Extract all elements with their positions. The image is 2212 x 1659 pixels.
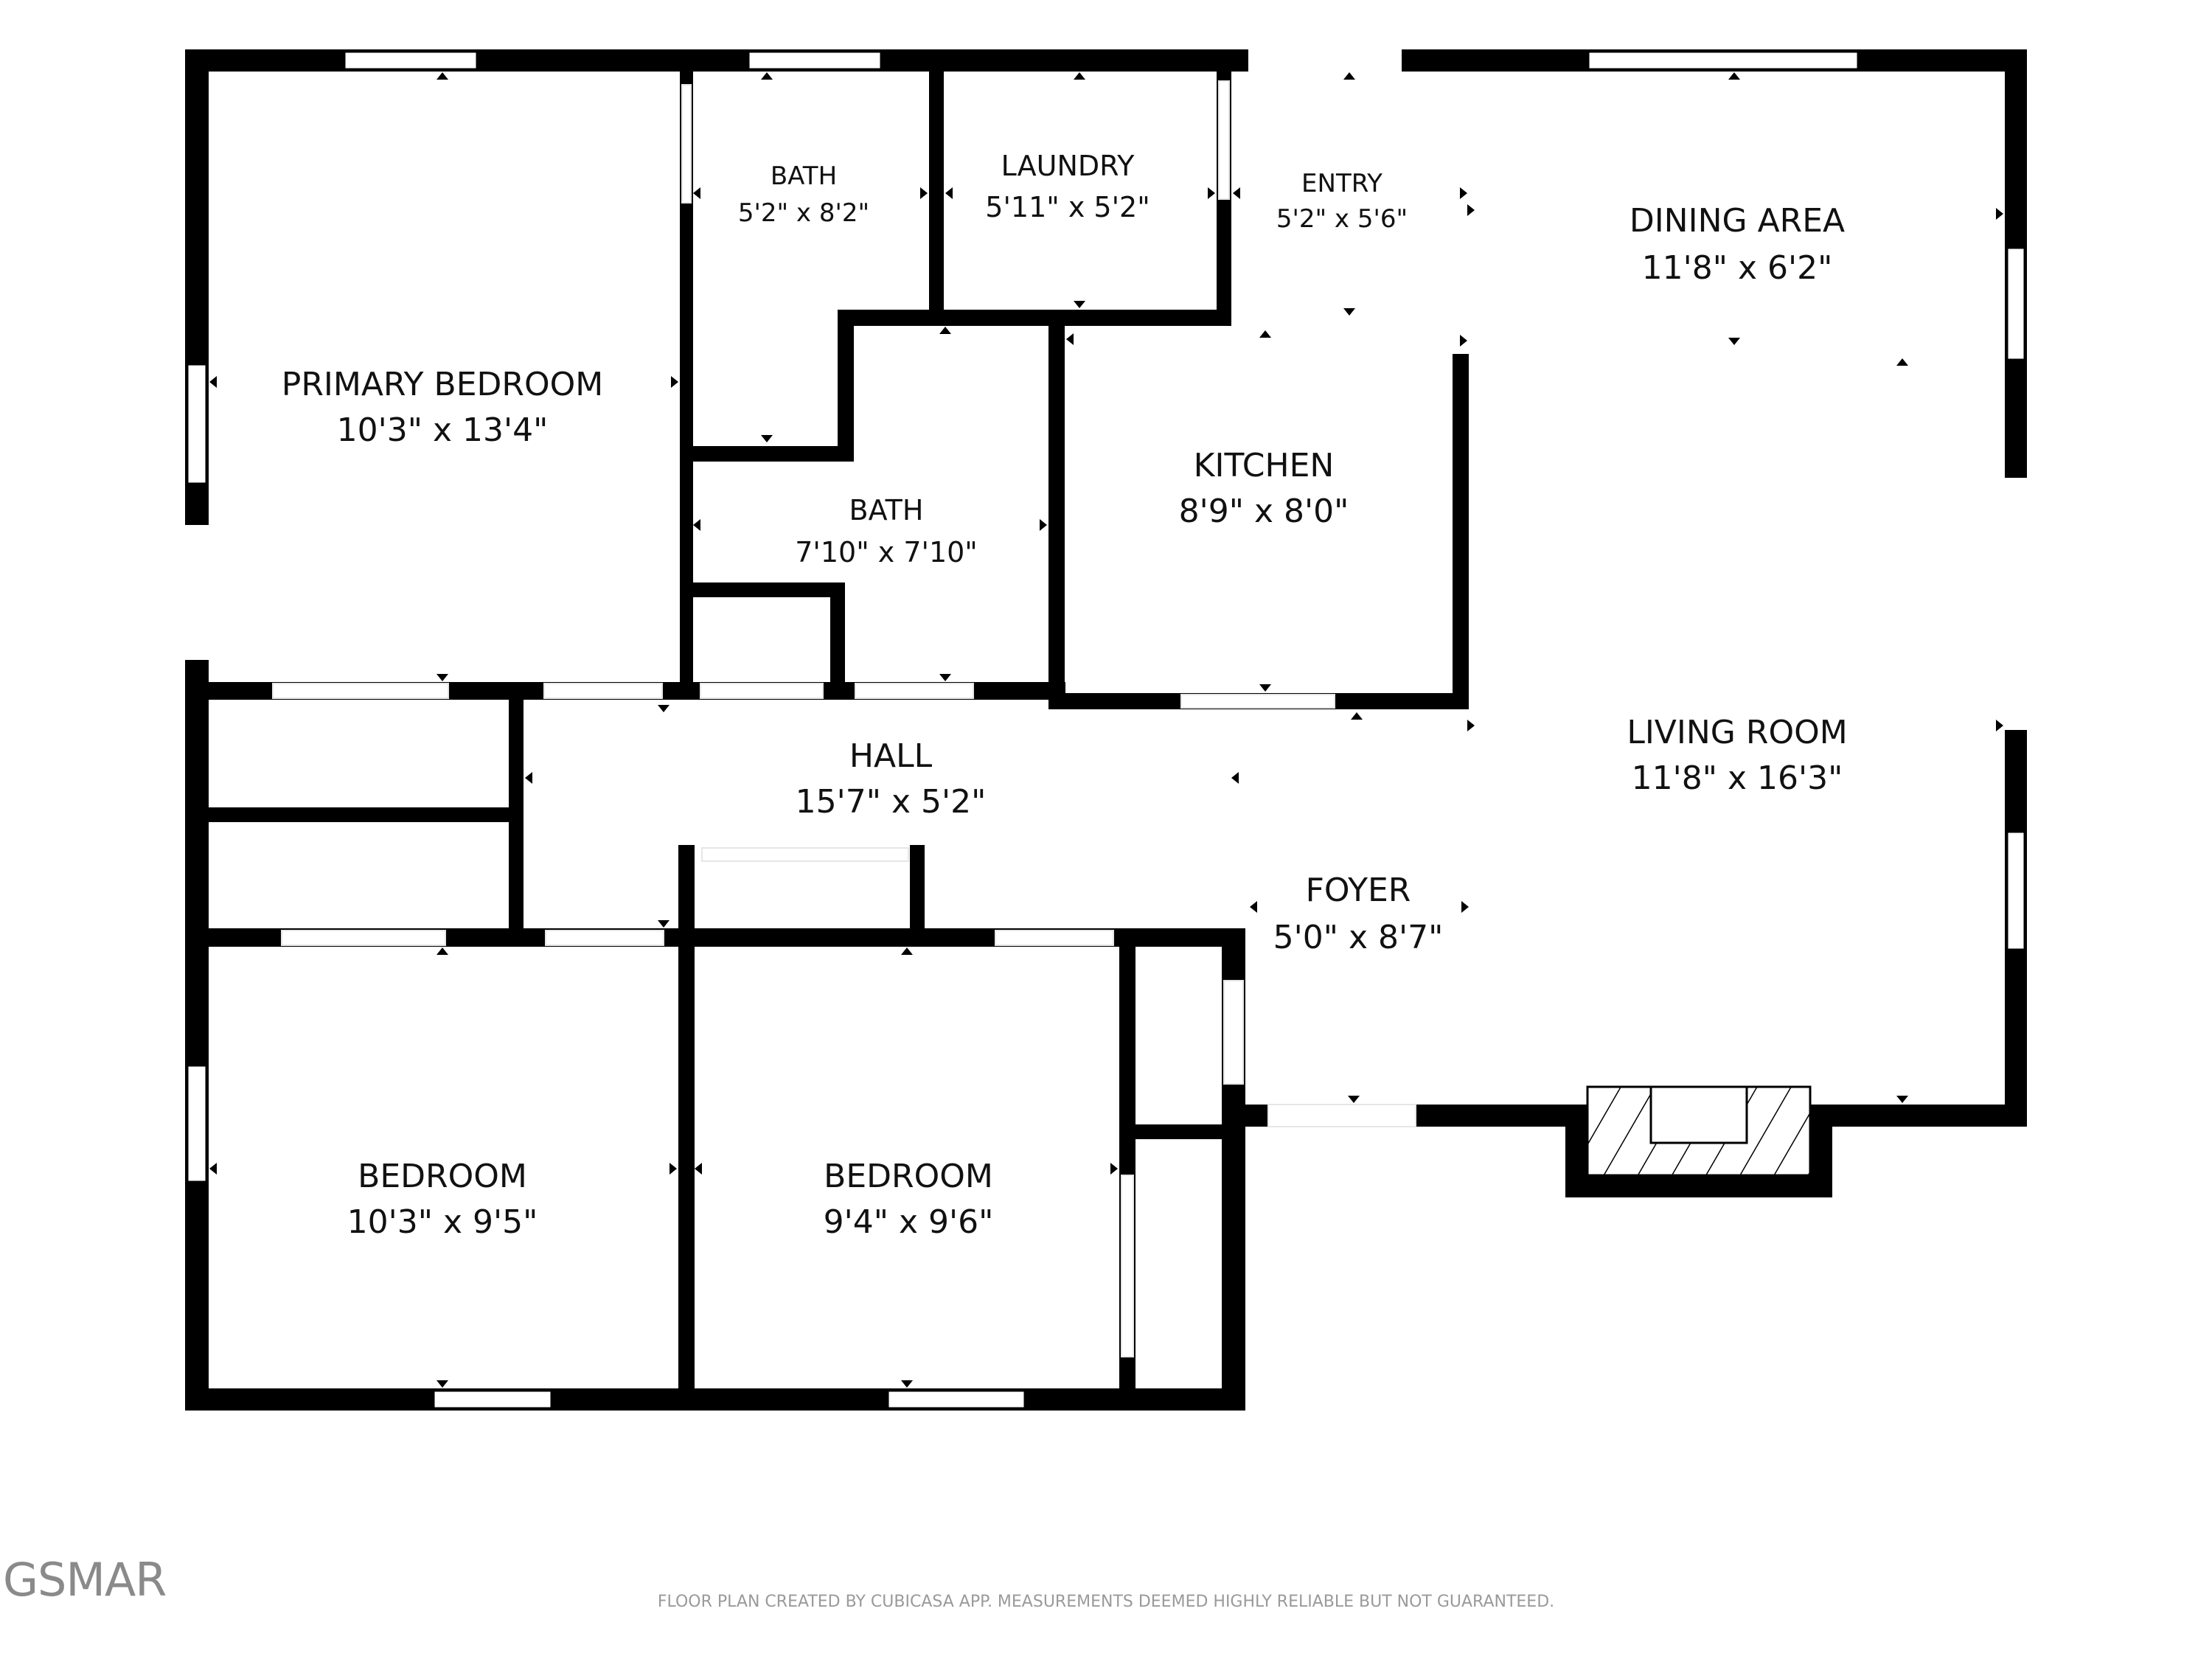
room-labels: PRIMARY BEDROOM 10'3" x 13'4" BATH 5'2" … — [282, 150, 1848, 1241]
disclaimer-text: FLOOR PLAN CREATED BY CUBICASA APP. MEAS… — [657, 1593, 1555, 1611]
kitchen-dim: 8'9" x 8'0" — [1179, 493, 1349, 530]
bath-mid-dim: 7'10" x 7'10" — [795, 536, 978, 568]
hall-name: HALL — [849, 737, 933, 775]
living-room-dim: 11'8" x 16'3" — [1632, 759, 1843, 797]
foyer-name: FOYER — [1306, 872, 1411, 909]
door-openings — [185, 49, 2027, 1357]
kitchen-name: KITCHEN — [1194, 447, 1335, 484]
bath-top-name: BATH — [771, 161, 837, 191]
laundry-name: LAUNDRY — [1001, 150, 1135, 182]
entry-name: ENTRY — [1301, 169, 1382, 198]
dining-area-name: DINING AREA — [1630, 202, 1845, 240]
laundry-dim: 5'11" x 5'2" — [985, 191, 1150, 223]
bedroom-left-name: BEDROOM — [358, 1158, 527, 1195]
bedroom-right-dim: 9'4" x 9'6" — [824, 1203, 994, 1241]
primary-bedroom-name: PRIMARY BEDROOM — [282, 366, 603, 403]
living-room-name: LIVING ROOM — [1627, 714, 1847, 751]
entry-dim: 5'2" x 5'6" — [1276, 204, 1408, 234]
dining-area-dim: 11'8" x 6'2" — [1642, 249, 1833, 287]
bedroom-left-dim: 10'3" x 9'5" — [347, 1203, 538, 1241]
bath-mid-name: BATH — [849, 494, 924, 526]
windows — [186, 50, 2026, 1410]
watermark-logo: GSMAR — [3, 1553, 167, 1607]
primary-bedroom-dim: 10'3" x 13'4" — [337, 411, 549, 449]
door-markers — [209, 72, 2003, 1388]
bedroom-right-name: BEDROOM — [824, 1158, 993, 1195]
hall-dim: 15'7" x 5'2" — [796, 783, 987, 821]
bath-top-dim: 5'2" x 8'2" — [738, 198, 869, 228]
fireplace — [1565, 1085, 1832, 1197]
foyer-dim: 5'0" x 8'7" — [1273, 919, 1444, 956]
